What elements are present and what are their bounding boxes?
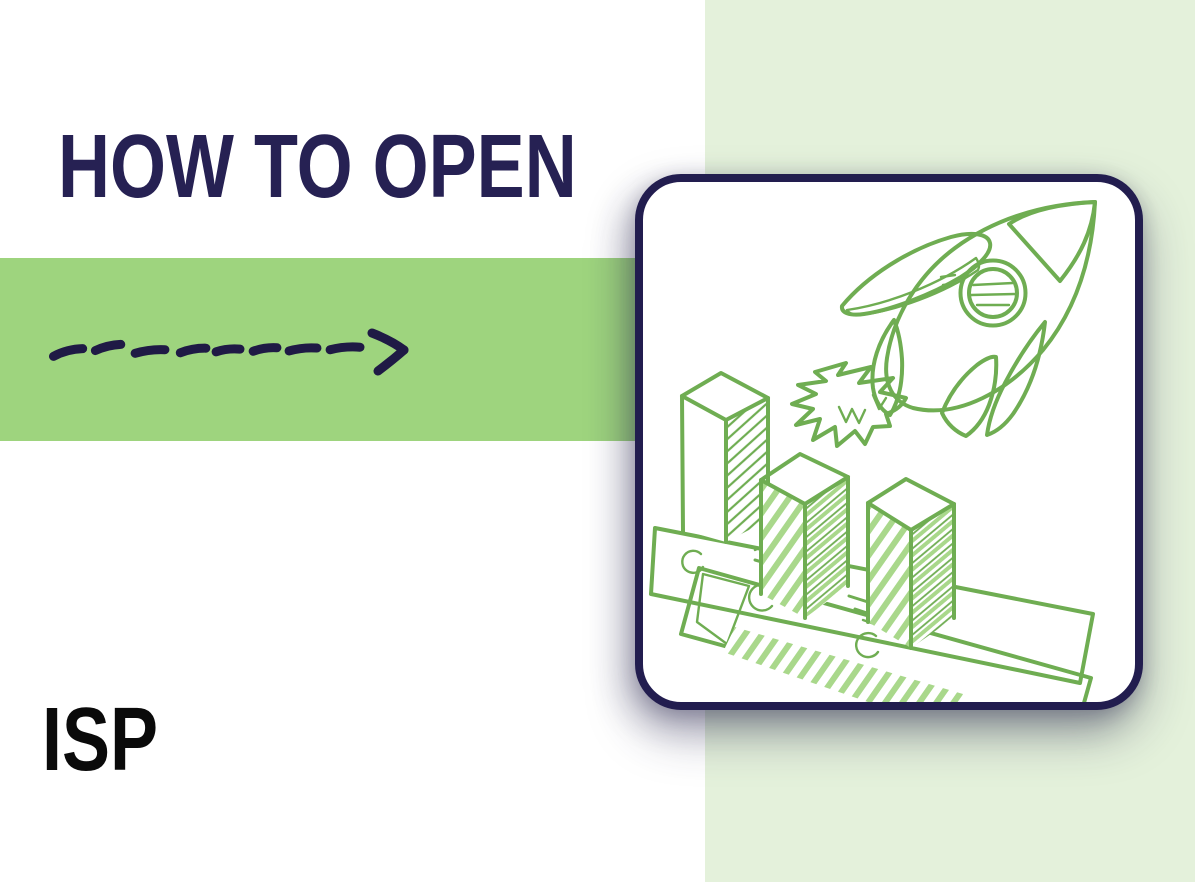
rocket-top-fin <box>839 231 993 317</box>
exhaust-flame-icon <box>790 361 908 448</box>
rocket-right-fin <box>985 320 1047 437</box>
rocket-body <box>884 200 1097 413</box>
rocket-rear-fin <box>870 318 905 417</box>
porthole-window-icon <box>939 258 1028 328</box>
bar-tall <box>680 371 770 544</box>
poster-subtitle: ISP <box>42 689 159 790</box>
bar-right <box>866 477 956 650</box>
poster-title: HOW TO OPEN <box>58 117 577 218</box>
illustration-card <box>635 174 1143 710</box>
bar-middle <box>759 452 850 620</box>
rocket-growth-illustration <box>649 200 1097 702</box>
dashed-arrow-icon <box>48 322 420 384</box>
bar-chart-icon <box>680 371 956 650</box>
rocket-icon <box>790 200 1097 448</box>
rocket-bottom-fin <box>940 354 999 438</box>
rocket-nose-cone <box>1007 200 1097 283</box>
